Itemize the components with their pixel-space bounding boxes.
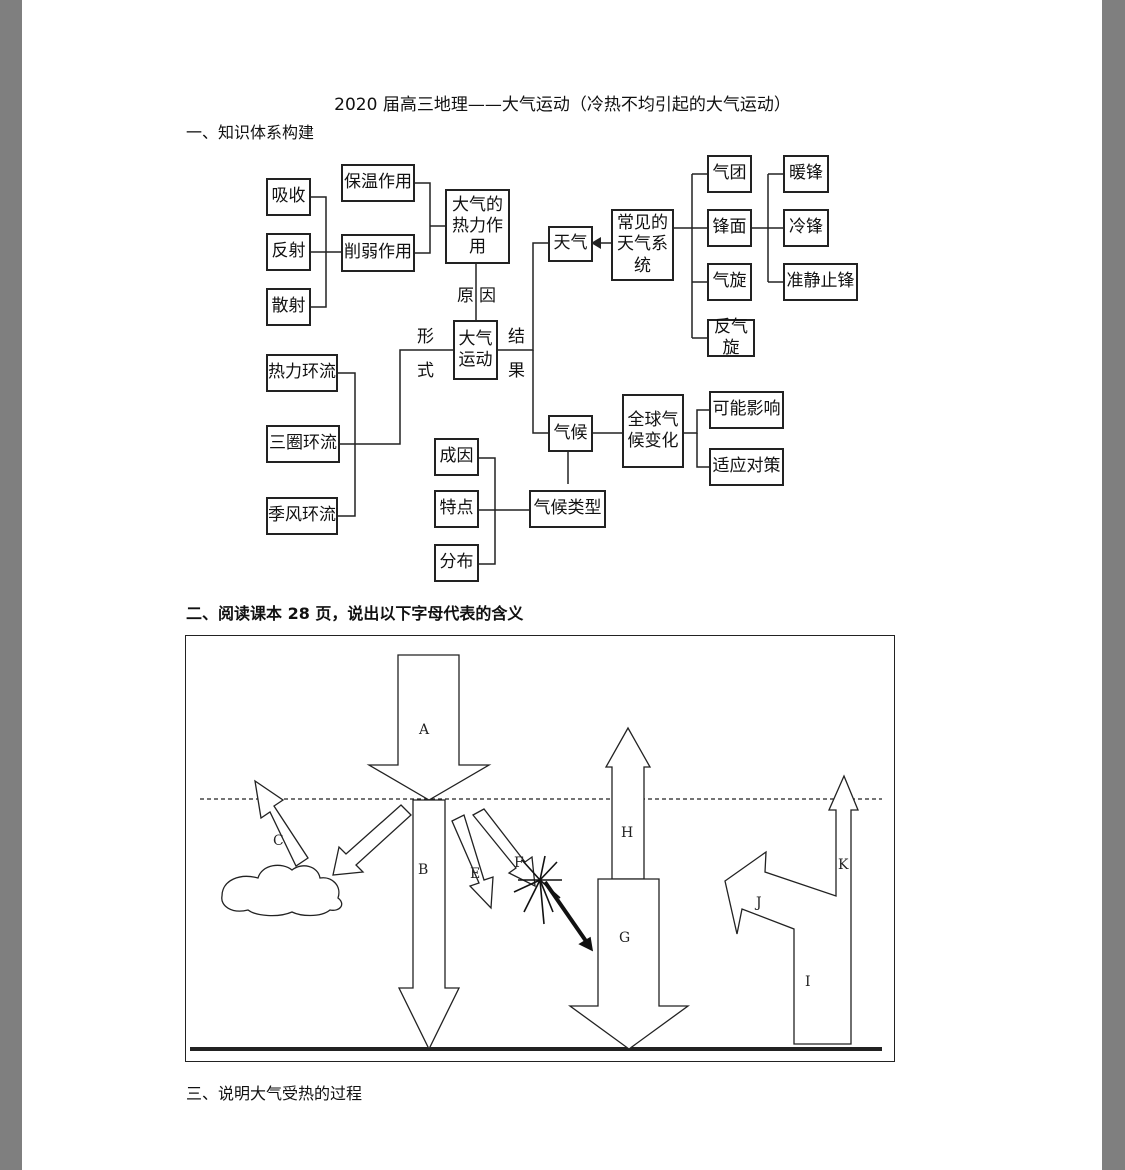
radiation-diagram-frame [185, 635, 895, 1062]
label-cause-1: 原 [457, 286, 474, 306]
box-weather: 天气 [548, 226, 593, 262]
box-air-mass: 气团 [707, 155, 752, 193]
label-K: K [838, 857, 849, 873]
label-result-1: 结 [508, 327, 525, 347]
box-cyclone: 气旋 [707, 263, 752, 301]
box-climate: 气候 [548, 415, 593, 452]
box-distribution: 分布 [434, 544, 479, 582]
box-feature: 特点 [434, 490, 479, 528]
label-cause-2: 因 [479, 286, 496, 306]
label-form-2: 式 [417, 361, 434, 381]
label-result-2: 果 [508, 361, 525, 381]
box-front: 锋面 [707, 209, 752, 247]
box-motion-line1: 大气 [458, 328, 493, 349]
box-global-change: 全球气 候变化 [622, 394, 684, 468]
box-motion-line2: 运动 [458, 350, 493, 370]
box-cold-front: 冷锋 [783, 209, 829, 247]
label-C: C [273, 833, 284, 849]
label-form-1: 形 [417, 327, 434, 347]
box-three-cell: 三圈环流 [266, 425, 340, 463]
box-weaken: 削弱作用 [341, 234, 415, 272]
label-F: F [514, 855, 524, 871]
box-global-line1: 全球气 [627, 409, 679, 430]
box-thermal-line1: 大气的 [452, 194, 503, 215]
arrow-A [366, 654, 492, 801]
box-possible-impact: 可能影响 [709, 391, 784, 429]
box-systems-line1: 常见的 [617, 213, 668, 234]
box-reflect: 反射 [266, 233, 311, 271]
label-G: G [619, 930, 630, 946]
box-systems-line2: 天气系统 [617, 234, 668, 276]
arrow-reflect-cloud [332, 804, 412, 876]
section-2-heading: 二、阅读课本 28 页，说出以下字母代表的含义 [186, 604, 524, 623]
box-weather-systems: 常见的 天气系统 [611, 209, 674, 281]
section-3-heading: 三、说明大气受热的过程 [186, 1084, 363, 1103]
arrow-C [254, 779, 309, 867]
section-1-heading: 一、知识体系构建 [186, 123, 315, 142]
arrow-F [472, 808, 536, 888]
box-scatter: 散射 [266, 288, 311, 326]
box-warm-front: 暖锋 [783, 155, 829, 193]
label-I: I [805, 974, 811, 990]
label-A: A [418, 722, 430, 738]
arrowhead-icon [591, 237, 601, 249]
box-global-line2: 候变化 [627, 431, 679, 451]
box-anticyclone: 反气旋 [707, 317, 755, 358]
document-title: 2020 届高三地理——大气运动（冷热不均引起的大气运动） [334, 95, 791, 115]
arrow-I-J-K [724, 774, 859, 1045]
document-page [22, 0, 1102, 1170]
box-thermal-line2: 热力作用 [452, 215, 503, 258]
arrow-G [568, 878, 690, 1050]
label-E: E [470, 866, 480, 882]
box-adaptation: 适应对策 [709, 448, 784, 486]
box-atmospheric-motion: 大气 运动 [453, 320, 498, 380]
box-climate-type: 气候类型 [529, 490, 606, 528]
arrow-E [451, 814, 494, 910]
label-J: J [754, 895, 762, 911]
box-absorb: 吸收 [266, 178, 311, 216]
box-thermal-effect: 大气的 热力作用 [445, 189, 510, 264]
box-stationary-front: 准静止锋 [783, 263, 858, 301]
box-keep-warm: 保温作用 [341, 164, 415, 202]
cloud-shape [221, 864, 343, 917]
arrow-H [604, 726, 652, 880]
arrow-B [397, 799, 461, 1051]
label-B: B [418, 862, 428, 878]
box-monsoon: 季风环流 [266, 497, 338, 535]
box-cause-factor: 成因 [434, 438, 479, 476]
box-thermal-circulation: 热力环流 [266, 354, 338, 392]
label-H: H [621, 825, 633, 841]
